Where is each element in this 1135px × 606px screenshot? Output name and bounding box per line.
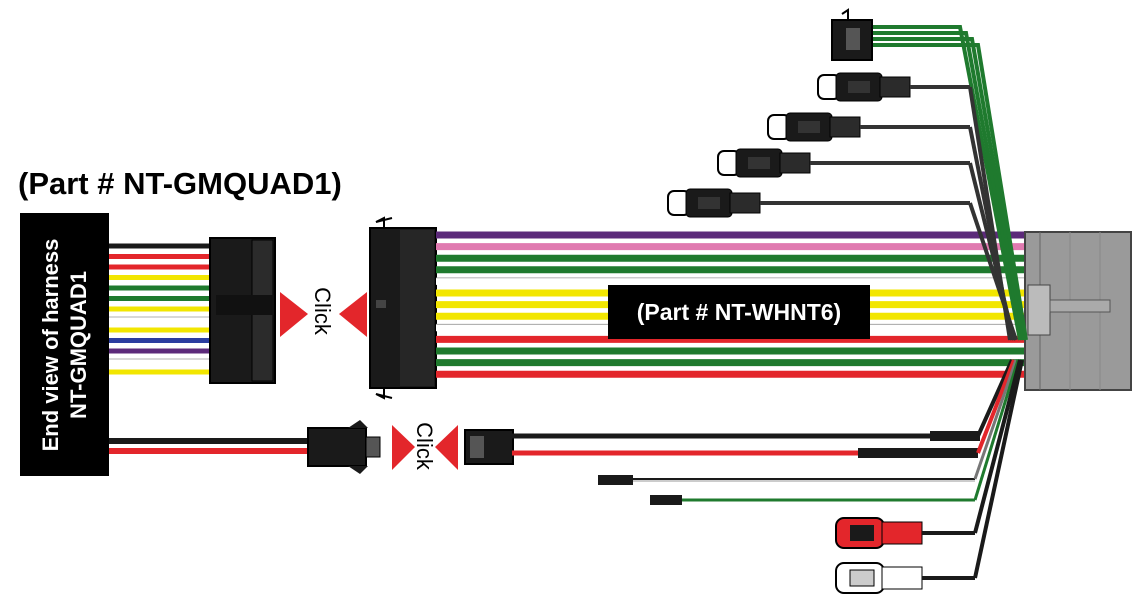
top-connector (831, 8, 873, 61)
click-label-upper: Click (309, 287, 335, 335)
lower-power-connector (464, 429, 514, 465)
quad-power-connector (307, 420, 381, 474)
part-title-quad: (Part # NT-GMQUAD1) (18, 166, 342, 201)
quad-power-wires (108, 438, 310, 454)
end-view-line1: End view of harness (37, 238, 63, 451)
arrow-right-icon (280, 292, 308, 337)
part-label-whnt6: (Part # NT-WHNT6) (608, 285, 870, 339)
rca-plugs (667, 72, 1018, 341)
end-view-text: End view of harness NT-GMQUAD1 (37, 238, 93, 451)
arrow-left-icon (435, 425, 458, 470)
rca-plug (667, 188, 1018, 341)
click-label-lower: Click (411, 422, 437, 470)
quad-harness-wires (108, 243, 212, 375)
rca-plug (717, 148, 1016, 341)
rca-plug (817, 72, 1012, 341)
rca-plug (767, 112, 1014, 341)
green-feed-wires (870, 25, 1028, 341)
loose-wires (598, 359, 1020, 505)
end-view-label-box: End view of harness NT-GMQUAD1 (20, 213, 109, 476)
click-arrows-lower (392, 425, 458, 470)
lower-power-wires (512, 359, 1016, 458)
end-view-line2: NT-GMQUAD1 (65, 270, 91, 419)
whnt6-main-connector (369, 216, 437, 400)
bottom-rca-plugs (835, 359, 1024, 594)
click-arrows-upper (280, 292, 367, 337)
arrow-right-icon (392, 425, 415, 470)
quad-main-connector (209, 237, 276, 384)
arrow-left-icon (339, 292, 367, 337)
vehicle-connector (1024, 231, 1132, 391)
